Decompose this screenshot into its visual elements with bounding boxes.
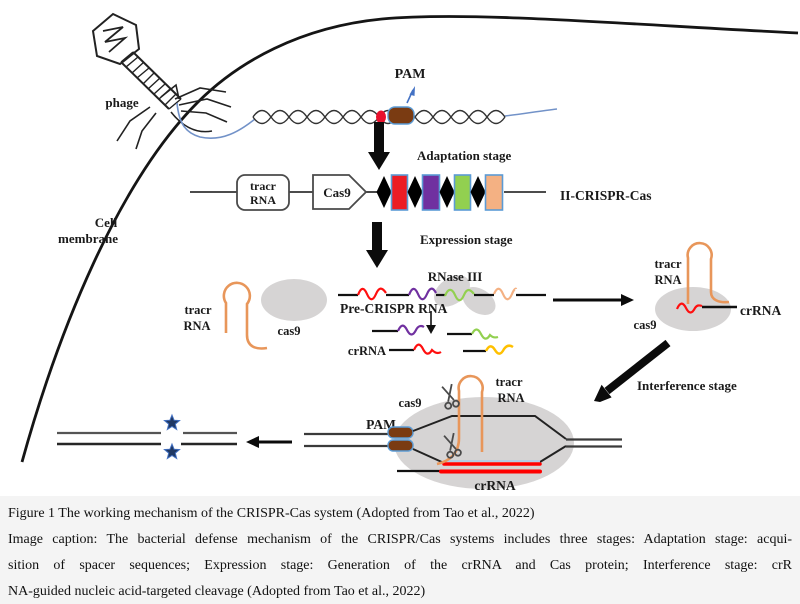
adaptation-arrow-shaft — [374, 122, 384, 154]
adaptation-stage-label: Adaptation stage — [417, 148, 511, 163]
cleavage-star-top — [163, 413, 181, 431]
pam-block-bottom-1 — [387, 426, 414, 439]
crispr-figure: Cell membrane phage — [20, 12, 799, 493]
dna-exit-right — [566, 438, 622, 448]
crrna-down-arrow-head — [426, 325, 436, 334]
cell-membrane-label-line2: membrane — [58, 231, 118, 246]
tracr-rna-hairpin-right — [686, 241, 730, 304]
cas9-gene-box — [312, 174, 368, 210]
cas9-label-right: cas9 — [634, 318, 657, 332]
tracr-rna-label-bottom-line2: RNA — [497, 391, 524, 405]
adaptation-arrow-head — [368, 152, 390, 170]
pre-crrna-wave-orange — [492, 287, 518, 301]
pam-block-top — [387, 106, 415, 125]
dna-helix-right-tail — [504, 108, 558, 117]
phage-tail-rail — [132, 51, 182, 100]
crrna-fragment-red — [389, 343, 442, 355]
crrna-fragment-yellow — [463, 344, 514, 355]
tracr-rna-label-right-line1: tracr — [654, 257, 682, 271]
crrna-fragment-purple — [372, 324, 425, 336]
interference-arrow-head — [594, 384, 612, 402]
cas9-gene-label: Cas9 — [323, 185, 351, 200]
phage-icon — [91, 12, 232, 150]
repeat-diamond-4 — [470, 176, 486, 208]
caption-line-2: Image caption: The bacterial defense mec… — [8, 532, 792, 547]
caption-line-4: NA-guided nucleic acid-targeted cleavage… — [8, 584, 426, 599]
spacer-purple — [421, 174, 441, 211]
cleavage-star-bottom — [163, 442, 181, 460]
dna-top-strand — [412, 415, 567, 440]
cell-membrane-label-line1: Cell — [95, 215, 118, 230]
crrna-fragments — [372, 324, 514, 355]
tracr-rna-hairpin-mid — [222, 281, 268, 350]
crrna-right — [675, 302, 737, 314]
crispr-diagram: Cell membrane phage — [20, 12, 799, 493]
spacer-peach — [484, 174, 504, 211]
caption-line-1: Figure 1 The working mechanism of the CR… — [8, 506, 535, 521]
interference-arrow-line — [604, 339, 671, 395]
injected-dna-line — [176, 102, 256, 139]
target-dna-left — [304, 432, 389, 448]
result-arrow-head — [246, 436, 259, 448]
repeat-diamond-1 — [376, 176, 392, 208]
tracr-rna-gene-label-line2: RNA — [250, 193, 276, 207]
cleaved-dna — [57, 413, 237, 460]
cas9-label-mid: cas9 — [278, 324, 301, 338]
pam-label-bottom: PAM — [366, 417, 396, 432]
expression-arrow-head — [366, 250, 388, 268]
protospacer-dot — [376, 110, 386, 124]
complex-arrow-right-head — [621, 294, 634, 306]
expression-arrow — [366, 222, 388, 268]
crrna-label-bottom: crRNA — [474, 478, 515, 493]
phage-head-dna — [102, 26, 129, 53]
tracr-rna-label-mid-line1: tracr — [184, 303, 212, 317]
phage-legs — [116, 83, 232, 150]
rnase-iii-label: RNase III — [428, 269, 483, 284]
pre-crrna-wave-purple — [407, 287, 437, 301]
scissors-icon-top — [441, 383, 460, 410]
tracr-rna-label-mid-line2: RNA — [183, 319, 210, 333]
caption-line-3: sition of spacer sequences; Expression s… — [8, 558, 792, 573]
pre-crrna-wave-green — [443, 288, 475, 302]
cas9-protein-right — [655, 287, 731, 331]
dna-bottom-strand-right — [539, 445, 567, 463]
tracr-rna-gene-box — [236, 174, 290, 211]
tracr-rna-gene-label-line1: tracr — [250, 179, 277, 193]
pre-crispr-rna-label: Pre-CRISPR RNA — [340, 301, 448, 316]
figure-caption: Figure 1 The working mechanism of the CR… — [0, 496, 800, 604]
repeat-diamond-2 — [407, 176, 423, 208]
crrna-label-right: crRNA — [740, 303, 781, 318]
pam-arrow-head — [409, 86, 415, 96]
cell-membrane-line — [20, 15, 799, 463]
cas9-label-bottom: cas9 — [399, 396, 422, 410]
dna-bottom-strand-left — [412, 448, 445, 464]
repeat-diamond-3 — [439, 176, 455, 208]
cas9-protein-bottom — [394, 397, 574, 489]
cas9-protein-mid — [261, 279, 327, 321]
crrna-label-mid: crRNA — [348, 344, 386, 358]
adaptation-arrow — [368, 122, 390, 170]
pre-crrna-wave-red — [356, 287, 387, 301]
spacer-red — [390, 174, 409, 211]
spacer-green — [453, 174, 472, 211]
interference-stage-label: Interference stage — [637, 378, 737, 393]
crrna-fragment-green — [447, 328, 499, 340]
locus-name-label: II-CRISPR-Cas — [560, 188, 652, 203]
expression-arrow-shaft — [372, 222, 382, 252]
pre-crispr-rna-strand — [338, 287, 546, 302]
pam-block-bottom-2 — [387, 439, 414, 452]
crispr-array — [376, 174, 504, 211]
pam-label-top: PAM — [395, 67, 426, 82]
tracr-rna-label-bottom-line1: tracr — [495, 375, 523, 389]
crrna-right-wave — [675, 302, 703, 314]
scissors-icon-bottom — [443, 432, 462, 459]
tracr-rna-label-right-line2: RNA — [654, 273, 681, 287]
expression-stage-label: Expression stage — [420, 232, 513, 247]
phage-label: phage — [105, 95, 138, 110]
phage-tail — [120, 61, 170, 110]
